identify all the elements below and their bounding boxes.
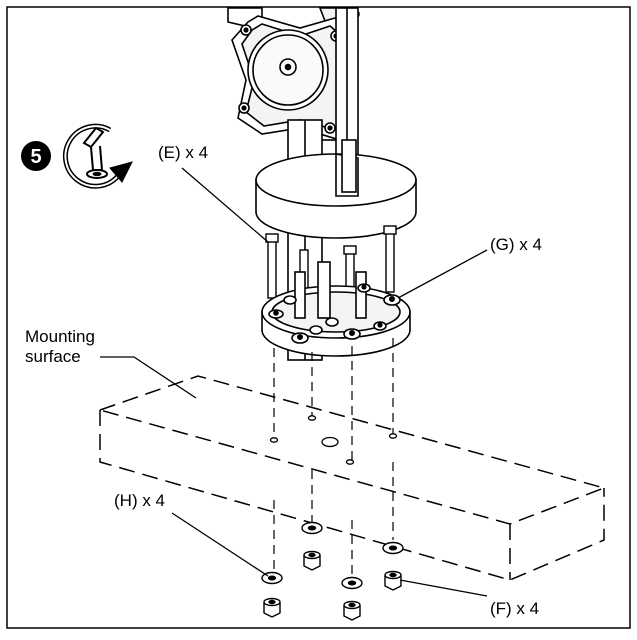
leader-f (399, 579, 488, 597)
allen-key-rotate-icon (62, 123, 133, 189)
hex-nut-icon (343, 600, 361, 621)
nut-f-group (263, 550, 402, 621)
step-number: 5 (30, 146, 41, 168)
step-badge: 5 (21, 141, 51, 171)
callout-f: (F) x 4 (490, 599, 539, 618)
frame-border (6, 6, 631, 629)
hex-nut-icon (303, 550, 321, 571)
callout-h: (H) x 4 (114, 491, 165, 510)
leader-lines (100, 167, 488, 597)
hex-nut-icon (384, 570, 402, 591)
washer-h-group (261, 521, 404, 590)
callout-mounting-line2: surface (25, 347, 81, 366)
leader-g (397, 249, 488, 299)
callout-e: (E) x 4 (158, 143, 208, 162)
base-plate (261, 261, 411, 357)
leader-mounting (100, 356, 197, 399)
leader-e (181, 167, 269, 243)
hex-nut-icon (263, 597, 281, 618)
surface-holes (269, 415, 398, 465)
alignment-lines (273, 338, 394, 578)
callout-g: (G) x 4 (490, 235, 542, 254)
callout-mounting-line1: Mounting (25, 327, 95, 346)
pole-collar (255, 139, 417, 239)
mounting-surface (97, 375, 607, 581)
leader-h (171, 512, 269, 577)
